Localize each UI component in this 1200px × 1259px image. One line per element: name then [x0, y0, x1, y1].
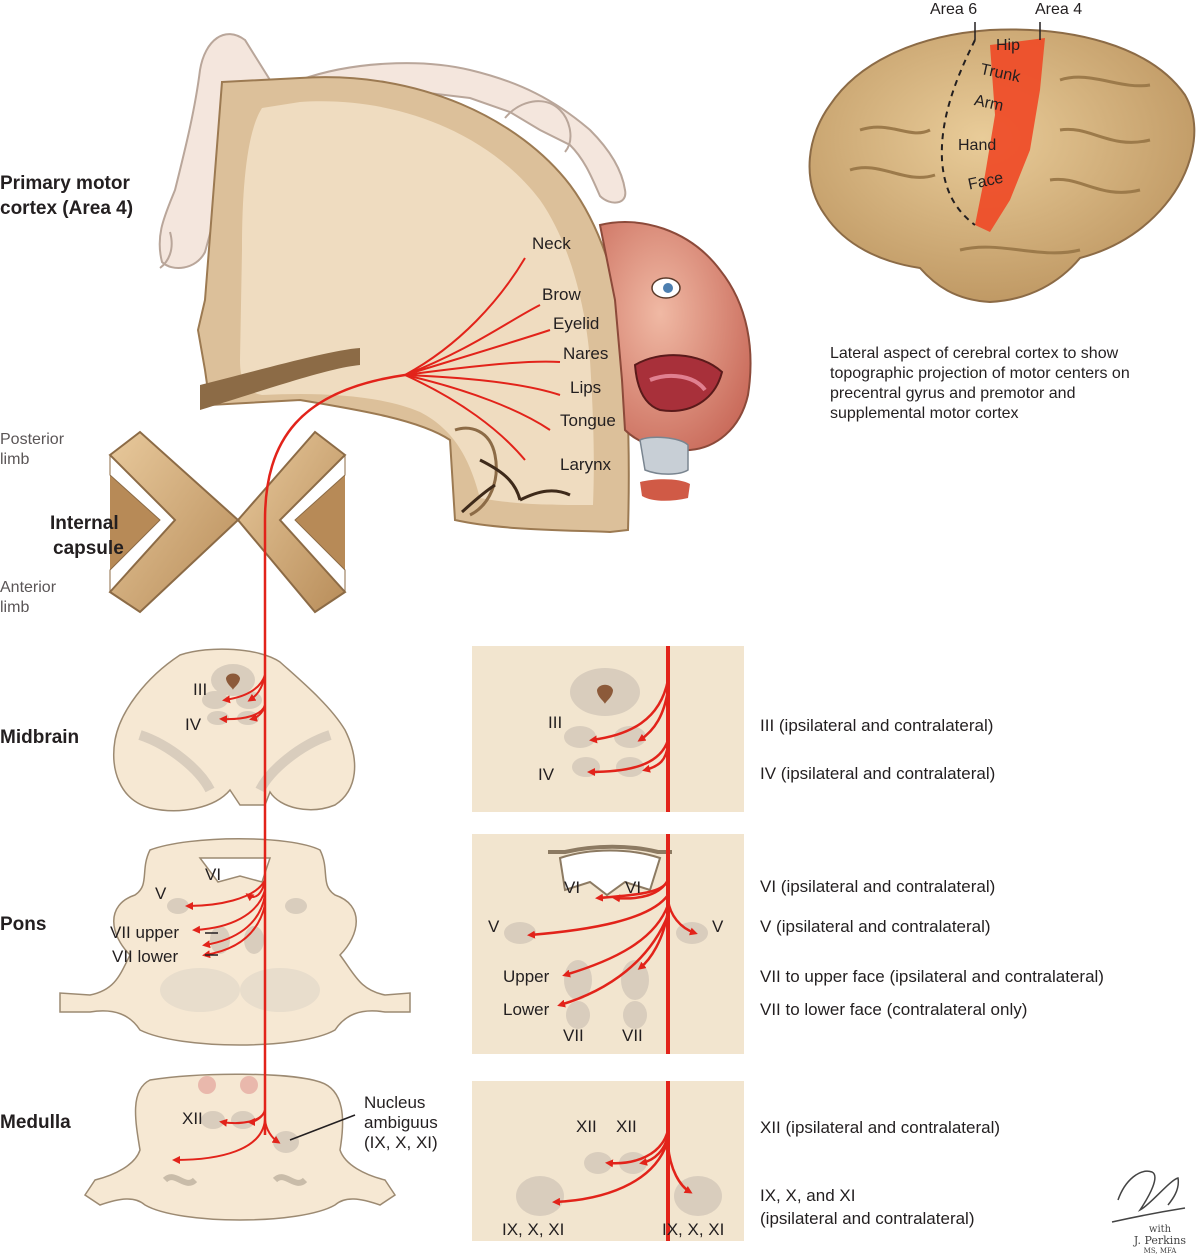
- pons-nucleus-vii-upper: VII upper: [110, 923, 179, 942]
- pons-detail-lower: Lower: [503, 1000, 550, 1019]
- signature-with: with: [1148, 1224, 1172, 1235]
- brain-inset-caption: Lateral aspect of cerebral cortex to sho…: [830, 345, 1130, 422]
- midbrain-nucleus-iv: IV: [185, 715, 202, 734]
- signature-credentials: MS, MFA: [1143, 1247, 1177, 1255]
- midbrain-desc-iii: III (ipsilateral and contralateral): [760, 716, 994, 735]
- body-part-neck: Neck: [532, 234, 571, 253]
- cortex-title-line1: Primary motor: [0, 173, 130, 194]
- body-part-tongue: Tongue: [560, 411, 616, 430]
- ambiguus-line2: ambiguus: [364, 1113, 438, 1132]
- midbrain-detail-iv: IV: [538, 765, 555, 784]
- ambiguus-line3: (IX, X, XI): [364, 1133, 438, 1152]
- pons-detail-vii-right: VII: [622, 1026, 643, 1045]
- pons-detail-vii-left: VII: [563, 1026, 584, 1045]
- internal-capsule-line2: capsule: [53, 538, 124, 559]
- detail-tracts: [527, 646, 698, 1241]
- anterior-limb-line2: limb: [0, 599, 30, 616]
- pons-desc-vii-lower: VII to lower face (contralateral only): [760, 1000, 1028, 1019]
- body-part-eyelid: Eyelid: [553, 314, 600, 333]
- pons-title: Pons: [0, 914, 47, 935]
- medulla-detail-ix-right: IX, X, XI: [662, 1220, 725, 1239]
- leader-lines: [205, 932, 356, 1141]
- medulla-desc-xii: XII (ipsilateral and contralateral): [760, 1118, 1001, 1137]
- pons-nucleus-vii-lower: VII lower: [112, 947, 179, 966]
- signature-name: J. Perkins: [1133, 1234, 1187, 1247]
- area4-label: Area 4: [1035, 1, 1083, 18]
- medulla-detail-xii-right: XII: [616, 1117, 637, 1136]
- pons-detail-upper: Upper: [503, 967, 550, 986]
- medulla-desc-ix: IX, X, and XI: [760, 1186, 856, 1205]
- midbrain-detail-panel: [472, 646, 744, 812]
- internal-capsule-line1: Internal: [50, 513, 119, 534]
- lateral-brain: [808, 28, 1196, 304]
- pons-desc-v: V (ipsilateral and contralateral): [760, 917, 991, 936]
- pons-nucleus-vi: VI: [205, 865, 222, 884]
- midbrain-desc-iv: IV (ipsilateral and contralateral): [760, 764, 996, 783]
- anterior-limb-line1: Anterior: [0, 579, 57, 596]
- cortex-section: [196, 76, 630, 534]
- medulla-section: [83, 1073, 397, 1221]
- body-part-brow: Brow: [542, 285, 581, 304]
- pons-desc-vii-upper: VII to upper face (ipsilateral and contr…: [760, 967, 1104, 986]
- pons-detail-vi-left: VI: [564, 878, 581, 897]
- pons-nucleus-v: V: [155, 884, 167, 903]
- signature-mark: [1111, 1170, 1186, 1223]
- corticobulbar-tract: [172, 257, 561, 1164]
- medulla-nucleus-xii: XII: [182, 1109, 203, 1128]
- medulla-desc-ix-sub: (ipsilateral and contralateral): [760, 1209, 975, 1228]
- cortex-title-line2: cortex (Area 4): [0, 198, 134, 219]
- midbrain-section: [113, 648, 356, 812]
- area6-label: Area 6: [930, 1, 978, 18]
- midbrain-detail-iii: III: [548, 713, 563, 732]
- midbrain-title: Midbrain: [0, 727, 80, 748]
- body-part-larynx: Larynx: [560, 455, 612, 474]
- posterior-limb-line1: Posterior: [0, 431, 65, 448]
- body-part-nares: Nares: [563, 344, 609, 363]
- region-hip: Hip: [996, 37, 1021, 54]
- posterior-limb-line2: limb: [0, 451, 30, 468]
- medulla-detail-xii-left: XII: [576, 1117, 597, 1136]
- pons-detail-v-right: V: [712, 917, 724, 936]
- region-hand: Hand: [958, 137, 997, 154]
- pons-detail-v-left: V: [488, 917, 500, 936]
- internal-capsule-shape: [108, 430, 347, 614]
- pons-detail-panel: [472, 834, 744, 1054]
- medulla-detail-panel: [472, 1081, 744, 1241]
- homunculus-face: [598, 221, 752, 501]
- body-part-lips: Lips: [570, 378, 602, 397]
- ambiguus-line1: Nucleus: [364, 1093, 426, 1112]
- pons-detail-vi-right: VI: [625, 878, 642, 897]
- medulla-title: Medulla: [0, 1112, 71, 1133]
- medulla-detail-ix-left: IX, X, XI: [502, 1220, 565, 1239]
- pons-section: [59, 838, 411, 1046]
- pons-desc-vi: VI (ipsilateral and contralateral): [760, 877, 996, 896]
- midbrain-nucleus-iii: III: [193, 680, 208, 699]
